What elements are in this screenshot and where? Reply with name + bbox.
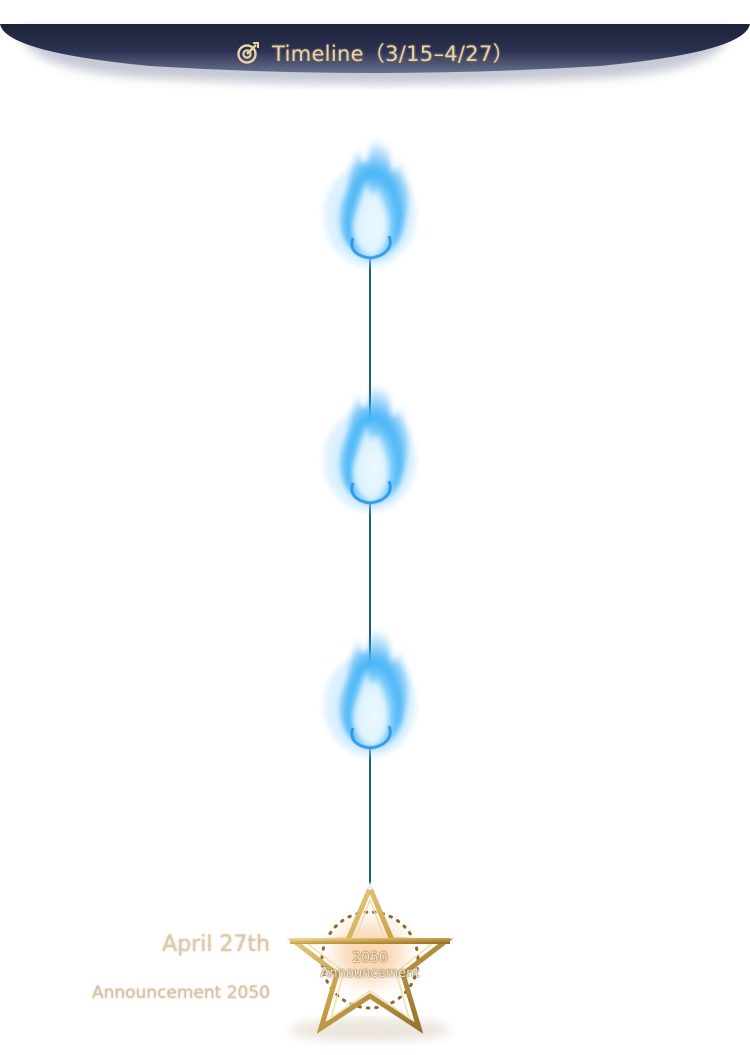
- blue-flame-icon: [324, 118, 416, 267]
- star-year: 2050: [352, 950, 388, 966]
- header-background: [0, 24, 750, 84]
- milestone-date: April 27th: [162, 932, 270, 957]
- milestone-final[interactable]: 2050 Announcement: [270, 880, 480, 1050]
- blue-flame-icon: [324, 363, 416, 512]
- milestone-event: Announcement 2050: [91, 983, 270, 1003]
- timeline-line: [369, 252, 371, 892]
- flame-marker: [315, 600, 425, 760]
- flame-marker: [315, 110, 425, 270]
- page-title: Timeline（3/15–4/27）: [272, 42, 514, 66]
- header-banner: Timeline（3/15–4/27）: [0, 0, 750, 90]
- target-icon: [236, 41, 260, 65]
- gold-star-icon: [286, 881, 454, 1042]
- flame-marker: [315, 355, 425, 515]
- blue-flame-icon: [324, 608, 416, 757]
- star-label: Announcement: [320, 966, 420, 981]
